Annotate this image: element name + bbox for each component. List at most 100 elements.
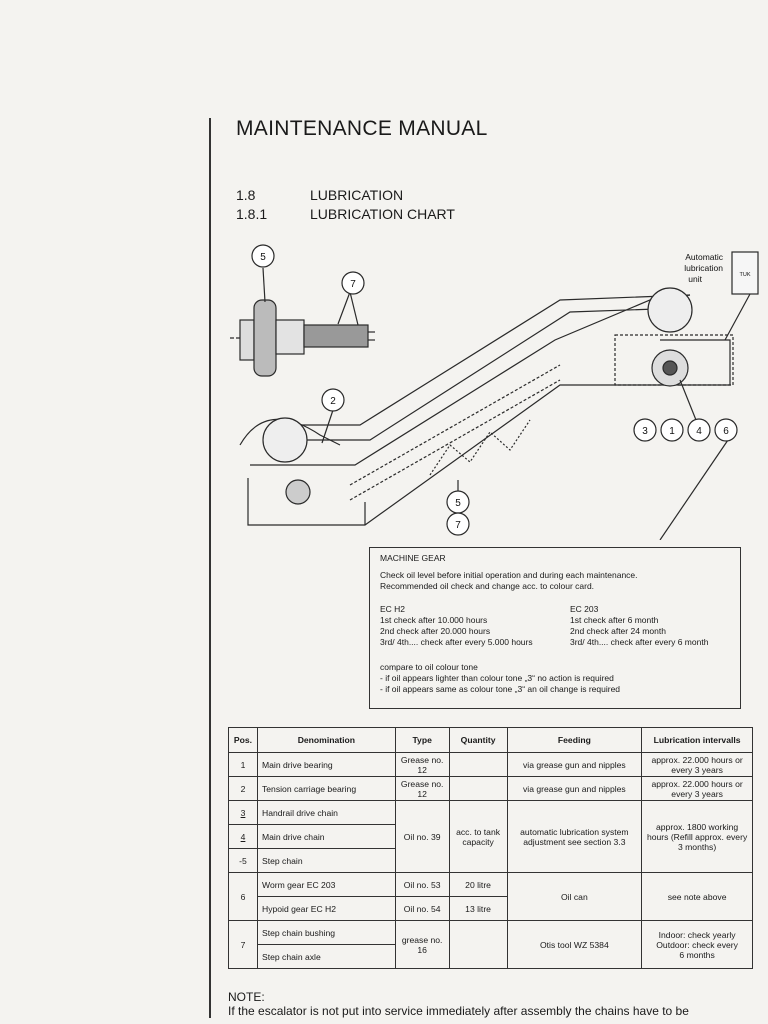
interval-line: Indoor: check yearly bbox=[658, 929, 736, 940]
compare-line: - if oil appears lighter than colour ton… bbox=[380, 673, 614, 683]
subsection-number: 1.8.1 bbox=[236, 206, 268, 222]
quantity-cell: 20 litre bbox=[448, 872, 508, 897]
ec-203-block: EC 203 1st check after 6 month 2nd check… bbox=[570, 604, 708, 648]
table-row: Hypoid gear EC H2 Oil no. 54 13 litre bbox=[229, 896, 753, 921]
note-heading: NOTE: bbox=[228, 990, 265, 1004]
callout-label: 7 bbox=[350, 279, 356, 290]
denomination-cell: Tension carriage bearing bbox=[256, 776, 396, 801]
interval-cell: Indoor: check yearly Outdoor: check ever… bbox=[641, 920, 753, 969]
machine-gear-box: MACHINE GEAR Check oil level before init… bbox=[369, 547, 741, 709]
interval-cell: approx. 22.000 hours or every 3 years bbox=[641, 752, 753, 777]
callout-circle bbox=[633, 418, 657, 442]
callout-label: 5 bbox=[260, 252, 266, 263]
callout-label: 3 bbox=[642, 426, 648, 437]
table-row: 3 Handrail drive chain Oil no. 39 acc. t… bbox=[228, 800, 753, 873]
page-title: MAINTENANCE MANUAL bbox=[236, 117, 488, 140]
subsection-title: LUBRICATION CHART bbox=[310, 206, 455, 222]
compare-line: compare to oil colour tone bbox=[380, 662, 478, 672]
callout-circle bbox=[321, 388, 345, 412]
feeding-cell: Oil can bbox=[506, 872, 643, 921]
chain-detail-drawing bbox=[230, 299, 375, 377]
pos-cell: 2 bbox=[228, 776, 258, 801]
ec-h2-line: 3rd/ 4th.... check after every 5.000 hou… bbox=[380, 637, 533, 647]
callout-label: 4 bbox=[696, 426, 702, 437]
type-cell: grease no. 16 bbox=[394, 920, 450, 969]
callout-label: 7 bbox=[455, 520, 461, 531]
ec-203-line: 1st check after 6 month bbox=[570, 615, 659, 625]
callout-circle bbox=[714, 418, 738, 442]
machine-gear-title: MACHINE GEAR bbox=[380, 553, 446, 563]
callout-circle bbox=[687, 418, 711, 442]
pos-cell: 4 bbox=[228, 824, 258, 849]
callout-label: 6 bbox=[723, 426, 729, 437]
denomination-cell: Main drive chain bbox=[256, 824, 396, 849]
type-cell: Grease no. 12 bbox=[394, 752, 450, 777]
ec-h2-line: 1st check after 10.000 hours bbox=[380, 615, 488, 625]
colour-compare-block: compare to oil colour tone - if oil appe… bbox=[380, 662, 620, 695]
compare-line: - if oil appears same as colour tone „3“… bbox=[380, 684, 621, 694]
ec-203-line: 2nd check after 24 month bbox=[570, 626, 666, 636]
callout-circle bbox=[446, 512, 470, 536]
denomination-cell: Step chain bushing bbox=[256, 920, 396, 945]
column-header: Pos. bbox=[228, 727, 258, 753]
denomination-cell: Step chain bbox=[256, 848, 396, 873]
column-header: Feeding bbox=[506, 727, 643, 753]
escalator-truss bbox=[239, 287, 734, 526]
feeding-cell: automatic lubrication system adjustment … bbox=[506, 800, 643, 873]
column-header: Quantity bbox=[448, 727, 508, 753]
section-number: 1.8 bbox=[236, 187, 256, 203]
table-row: 2 Tension carriage bearing Grease no. 12… bbox=[228, 776, 753, 801]
callout-label: 1 bbox=[669, 426, 675, 437]
auto-unit-label: lubrication bbox=[684, 263, 723, 273]
table-row: 1 Main drive bearing Grease no. 12 via g… bbox=[228, 752, 753, 777]
type-cell: Oil no. 53 bbox=[394, 872, 450, 897]
table-row: -5 Step chain bbox=[228, 848, 753, 873]
table-row: Step chain axle bbox=[229, 944, 753, 969]
interval-cell: approx. 1800 working hours (Refill appro… bbox=[641, 800, 753, 873]
ec-h2-block: EC H2 1st check after 10.000 hours 2nd c… bbox=[380, 604, 533, 648]
feeding-cell: via grease gun and nipples bbox=[506, 752, 643, 777]
interval-line: 6 months bbox=[679, 949, 715, 960]
quantity-cell bbox=[448, 752, 508, 777]
table-row: 6 Worm gear EC 203 Oil no. 53 20 litre O… bbox=[228, 872, 753, 921]
quantity-cell: 13 litre bbox=[448, 896, 508, 921]
column-header: Type bbox=[394, 727, 450, 753]
pos-cell: 3 bbox=[228, 800, 258, 825]
denomination-cell: Worm gear EC 203 bbox=[256, 872, 396, 897]
denomination-cell: Main drive bearing bbox=[256, 752, 396, 777]
callout-label: 2 bbox=[330, 396, 336, 407]
pos-cell: 1 bbox=[228, 752, 258, 777]
lubrication-unit-badge: TUK bbox=[740, 272, 751, 278]
callout-circle bbox=[341, 271, 365, 295]
table-row: 7 Step chain bushing grease no. 16 Otis … bbox=[228, 920, 753, 969]
note-text: If the escalator is not put into service… bbox=[228, 1004, 689, 1018]
pos-cell: 6 bbox=[228, 872, 258, 921]
denomination-cell: Handrail drive chain bbox=[256, 800, 396, 825]
feeding-cell: Otis tool WZ 5384 bbox=[506, 920, 643, 969]
section-title: LUBRICATION bbox=[310, 187, 404, 203]
machine-gear-intro: Recommended oil check and change acc. to… bbox=[380, 581, 595, 591]
callout-circle bbox=[251, 244, 275, 268]
column-header: Lubrication intervalls bbox=[641, 727, 753, 753]
quantity-cell bbox=[448, 776, 508, 801]
ec-h2-title: EC H2 bbox=[380, 604, 406, 614]
escalator-diagram: 5 7 2 3 1 4 6 5 7 Automatic lubrication … bbox=[230, 244, 759, 540]
lubrication-table: Pos. Denomination Type Quantity Feeding … bbox=[228, 727, 753, 969]
interval-cell: see note above bbox=[641, 872, 753, 921]
pos-cell: 7 bbox=[228, 920, 258, 969]
callout-circle bbox=[660, 418, 684, 442]
interval-line: Outdoor: check every bbox=[656, 939, 738, 950]
table-header-row: Pos. Denomination Type Quantity Feeding … bbox=[228, 727, 753, 753]
type-cell: Oil no. 39 bbox=[394, 800, 450, 873]
ec-h2-line: 2nd check after 20.000 hours bbox=[380, 626, 491, 636]
ec-203-line: 3rd/ 4th.... check after every 6 month bbox=[570, 637, 709, 647]
auto-unit-label: unit bbox=[688, 274, 702, 284]
machine-gear-intro: Check oil level before initial operation… bbox=[380, 570, 638, 580]
feeding-cell: via grease gun and nipples bbox=[506, 776, 643, 801]
lubrication-unit-box bbox=[731, 251, 759, 295]
quantity-cell bbox=[448, 920, 508, 969]
interval-cell: approx. 22.000 hours or every 3 years bbox=[641, 776, 753, 801]
ec-203-title: EC 203 bbox=[570, 604, 599, 614]
column-header: Denomination bbox=[256, 727, 396, 753]
quantity-cell: acc. to tank capacity bbox=[448, 800, 508, 873]
